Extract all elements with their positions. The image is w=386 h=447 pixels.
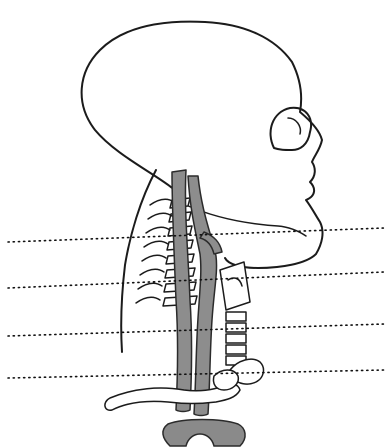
ear-icon bbox=[271, 108, 311, 150]
aortic-arch bbox=[163, 420, 245, 447]
guide-line-3 bbox=[8, 324, 384, 336]
guide-line-2 bbox=[8, 272, 384, 288]
larynx-trachea bbox=[220, 262, 250, 365]
neck-back-outline bbox=[121, 170, 156, 352]
